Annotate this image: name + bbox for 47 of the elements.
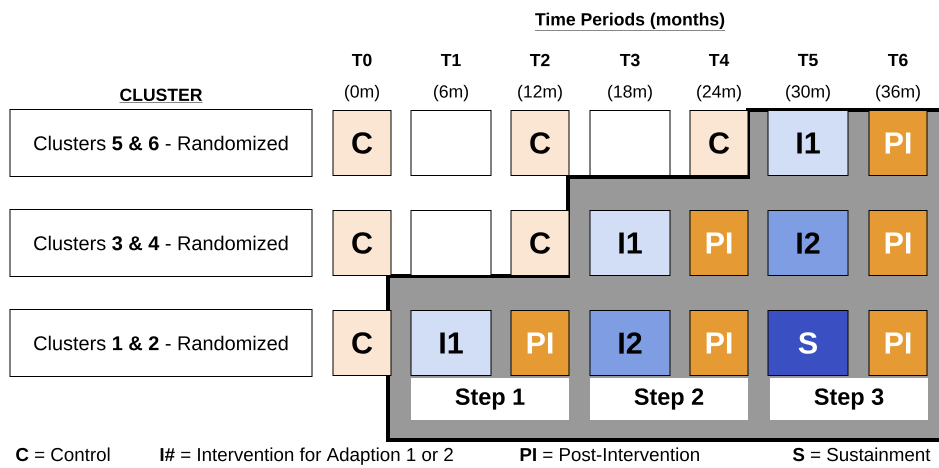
cluster-box: Clusters 3 & 4 - Randomized [10, 209, 312, 277]
legend-entry: S = Sustainment [792, 447, 930, 462]
period-cell: C [332, 110, 392, 176]
month-label: (36m) [876, 84, 920, 102]
legend-entry: I# = Intervention for Adaption 1 or 2 [160, 447, 453, 465]
step-box: Step 1 [411, 378, 569, 420]
period-cell: PI [690, 310, 748, 376]
column-heading: Time Periods (months) [534, 12, 726, 31]
period-label: T6 [888, 54, 908, 66]
month-label: (0m) [345, 84, 379, 102]
period-cell: I1 [768, 110, 848, 176]
column-heading: CLUSTER [119, 88, 203, 103]
period-label: T0 [352, 54, 372, 66]
period-cell: C [510, 210, 570, 276]
period-cell: PI [868, 110, 928, 176]
legend-entry: PI = Post-Intervention [520, 447, 699, 462]
step-box: Step 2 [590, 378, 748, 420]
period-cell: I1 [590, 210, 670, 276]
period-label: T5 [798, 54, 818, 66]
period-cell: PI [690, 210, 748, 276]
period-cell: C [332, 310, 392, 376]
cluster-box: Clusters 5 & 6 - Randomized [10, 109, 312, 177]
month-label: (30m) [786, 84, 830, 102]
period-cell: C [690, 110, 748, 176]
period-cell [590, 110, 670, 176]
period-cell [410, 110, 492, 176]
period-cell: I1 [410, 310, 492, 376]
legend-entry: C = Control [16, 447, 110, 462]
month-label: (18m) [608, 84, 652, 102]
period-cell: PI [868, 310, 928, 376]
period-cell: I2 [768, 210, 848, 276]
period-cell: C [510, 110, 570, 176]
period-cell: PI [868, 210, 928, 276]
period-label: T4 [708, 54, 730, 66]
period-cell [410, 210, 492, 276]
period-label: T1 [440, 54, 461, 66]
period-label: T3 [620, 54, 640, 66]
period-cell: S [768, 310, 848, 376]
cluster-box: Clusters 1 & 2 - Randomized [10, 309, 312, 377]
month-label: (6m) [434, 84, 468, 102]
month-label: (12m) [518, 84, 562, 102]
period-cell: C [332, 210, 392, 276]
period-cell: PI [510, 310, 570, 376]
month-label: (24m) [697, 84, 741, 102]
period-label: T2 [530, 54, 550, 66]
step-box: Step 3 [770, 378, 928, 420]
period-cell: I2 [590, 310, 670, 376]
